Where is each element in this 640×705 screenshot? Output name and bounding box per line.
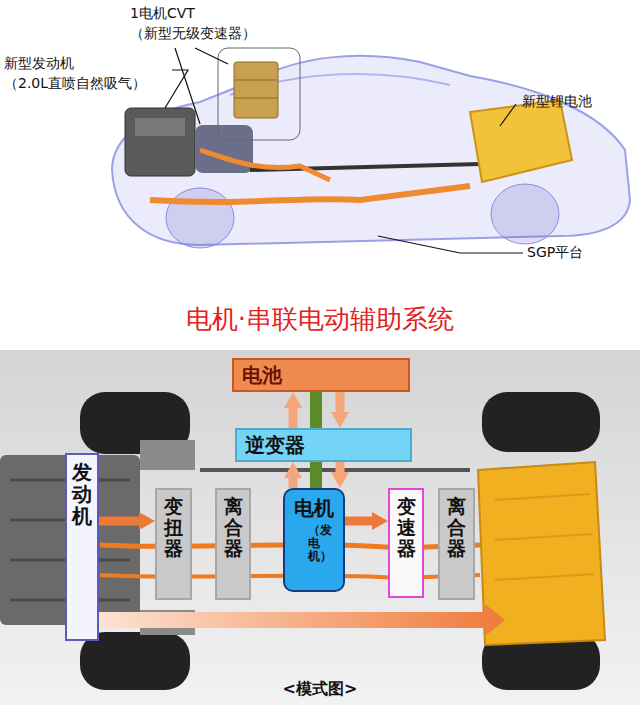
leader-line xyxy=(165,70,188,108)
engine-detail xyxy=(135,118,185,136)
lower-panel xyxy=(0,350,640,705)
caption-text: <模式图> xyxy=(283,679,358,698)
harness xyxy=(200,150,330,180)
flow-arrow xyxy=(289,478,298,488)
flow-arrow xyxy=(99,517,139,526)
suspension xyxy=(140,440,195,470)
clutch-box: 离合器 xyxy=(215,488,251,600)
harness xyxy=(150,186,470,202)
motor-box: 电机 （发电机） xyxy=(283,488,345,592)
callout-label: 1电机CVT （新型无级变速器） xyxy=(130,4,256,43)
cvt-inset-detail xyxy=(234,80,278,98)
node-text: 电机 xyxy=(294,496,334,520)
engine-part xyxy=(125,108,195,176)
wheel-ghost xyxy=(491,184,559,244)
node-text: 逆变器 xyxy=(245,433,305,457)
node-text: 离合器 xyxy=(224,496,243,559)
battery-box: 电池 xyxy=(232,358,410,392)
battery-detail xyxy=(495,494,594,580)
leader-line xyxy=(195,48,228,64)
transmission-box: 变速器 xyxy=(388,488,424,598)
cvt-inset xyxy=(234,62,278,118)
flow-arrow xyxy=(289,408,298,428)
node-text: （发电机） xyxy=(308,524,320,564)
node-text: 电池 xyxy=(242,363,282,387)
leader-line xyxy=(500,104,516,126)
battery-part xyxy=(470,100,572,182)
callout-label: SGP平台 xyxy=(527,243,583,263)
flow-arrow xyxy=(336,392,345,412)
diagram-caption: <模式图> xyxy=(0,679,640,700)
callout-label: 新型发动机 （2.0L直喷自然吸气） xyxy=(4,54,146,93)
flow-arrow xyxy=(345,517,372,526)
node-text: 离合器 xyxy=(447,496,466,559)
wheel xyxy=(482,392,600,452)
inset-frame xyxy=(218,48,300,140)
torque-converter-box: 变扭器 xyxy=(155,488,192,600)
node-text: 变扭器 xyxy=(164,496,183,559)
drive-arrow xyxy=(99,604,505,636)
leader-line xyxy=(378,236,523,253)
node-text: 发动机 xyxy=(72,461,92,527)
title-text: 电机·串联电动辅助系统 xyxy=(186,304,454,334)
clutch-box: 离合器 xyxy=(438,488,475,600)
diagram-title: 电机·串联电动辅助系统 xyxy=(0,302,640,337)
wheel-ghost xyxy=(166,188,234,248)
engine-box: 发动机 xyxy=(65,453,99,641)
node-text: 变速器 xyxy=(397,496,416,559)
inverter-box: 逆变器 xyxy=(235,428,412,462)
propeller-shaft xyxy=(200,468,470,472)
flow-arrow xyxy=(336,462,345,472)
callout-label: 新型锂电池 xyxy=(522,92,592,112)
